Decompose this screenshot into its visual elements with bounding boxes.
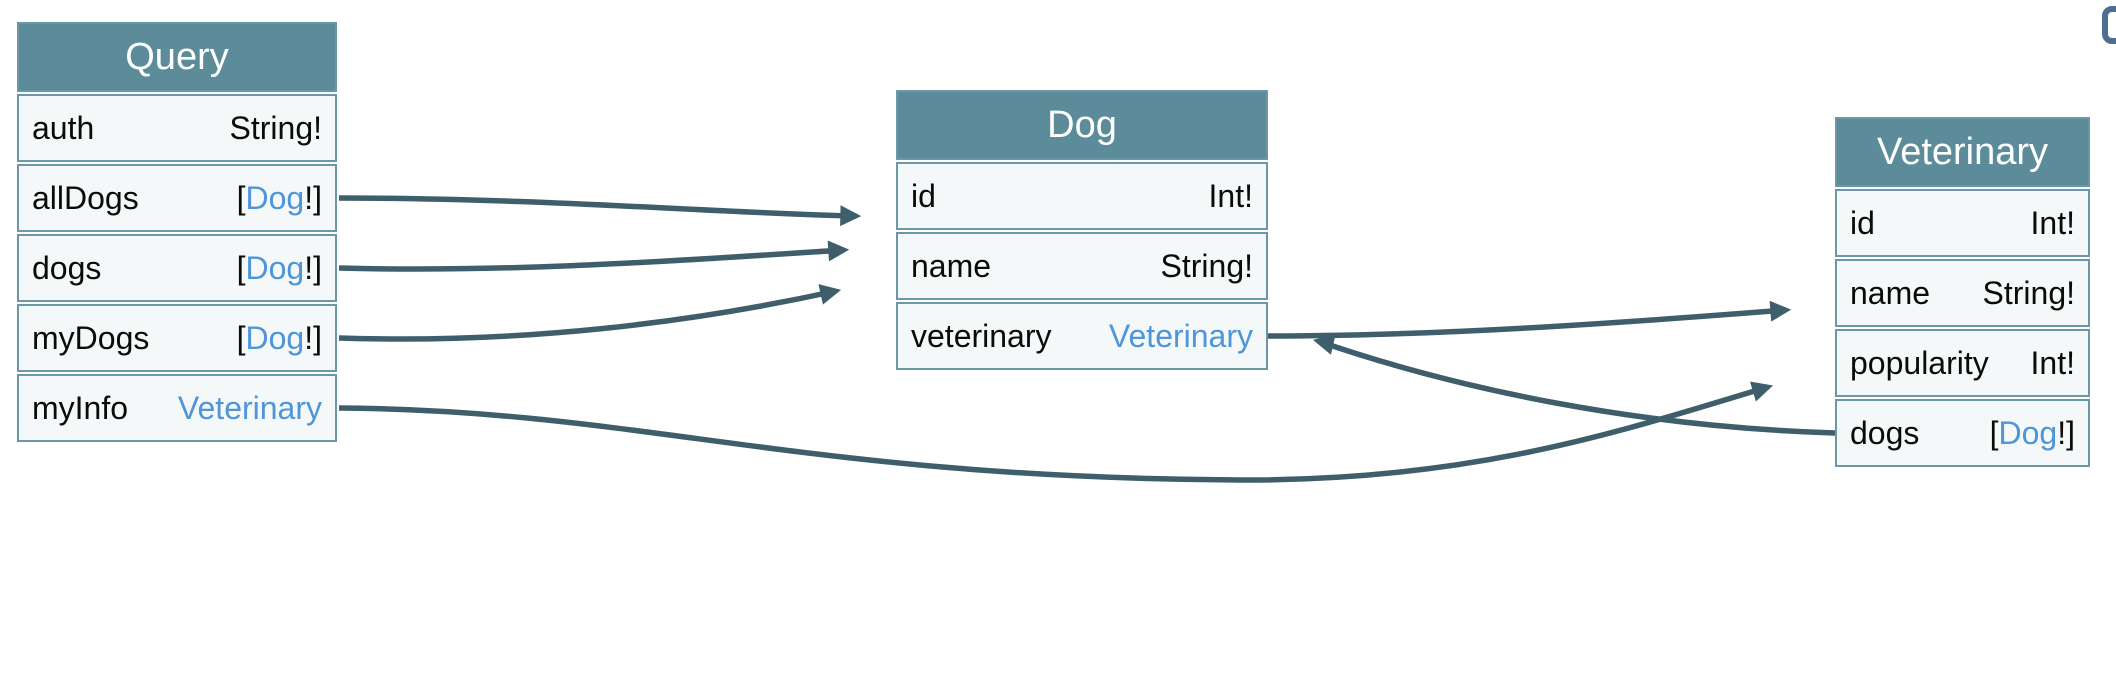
- type-link-dog[interactable]: Dog: [245, 179, 305, 216]
- field-name: popularity: [1850, 344, 1989, 381]
- field-type: Int!: [1209, 178, 1253, 215]
- type-node-fields: id Int! name String! veterinary Veterinary: [896, 162, 1268, 370]
- type-text: !]: [304, 249, 322, 286]
- field-row-query-dogs[interactable]: dogs [Dog!]: [17, 234, 337, 302]
- field-name: veterinary: [911, 317, 1052, 354]
- edge-query-mydogs-to-dog: [338, 284, 842, 342]
- field-row-dog-name[interactable]: name String!: [896, 232, 1268, 300]
- field-row-query-alldogs[interactable]: allDogs [Dog!]: [17, 164, 337, 232]
- type-text: !]: [2057, 414, 2075, 451]
- field-type: Veterinary: [178, 390, 322, 427]
- type-node-dog[interactable]: Dog id Int! name String! veterinary Veterinar…: [896, 90, 1268, 370]
- type-text: String!: [1160, 247, 1253, 284]
- field-type: String!: [1161, 248, 1253, 285]
- field-name: auth: [32, 109, 95, 146]
- field-name: myDogs: [32, 319, 150, 356]
- field-name: name: [1850, 274, 1931, 311]
- field-row-veterinary-popularity[interactable]: popularity Int!: [1835, 329, 2090, 397]
- field-name: id: [911, 177, 936, 214]
- corner-button[interactable]: [2102, 6, 2116, 44]
- edge-dog-veterinary-to-veterinary: [1267, 300, 1792, 339]
- type-text: Int!: [1208, 177, 1253, 214]
- type-node-header[interactable]: Veterinary: [1835, 117, 2090, 187]
- type-text: Int!: [2030, 344, 2075, 381]
- field-name: id: [1850, 204, 1875, 241]
- edge-query-dogs-to-dog: [338, 240, 850, 272]
- field-type: [Dog!]: [237, 250, 322, 287]
- type-node-title: Veterinary: [1876, 130, 2049, 173]
- type-link-dog[interactable]: Dog: [245, 319, 305, 356]
- field-row-veterinary-name[interactable]: name String!: [1835, 259, 2090, 327]
- type-link-veterinary[interactable]: Veterinary: [1108, 317, 1253, 354]
- field-name: dogs: [32, 249, 102, 286]
- edge-query-myinfo-to-veterinary: [338, 381, 1774, 483]
- type-node-title: Dog: [1047, 103, 1117, 146]
- field-name: dogs: [1850, 414, 1920, 451]
- type-node-header[interactable]: Query: [17, 22, 337, 92]
- field-name: name: [911, 247, 992, 284]
- edge-query-alldogs-to-dog: [338, 195, 862, 227]
- field-type: String!: [230, 110, 322, 147]
- field-type: [Dog!]: [1990, 415, 2075, 452]
- field-row-query-myinfo[interactable]: myInfo Veterinary: [17, 374, 337, 442]
- type-link-veterinary[interactable]: Veterinary: [177, 389, 322, 426]
- type-text: [: [1989, 414, 1999, 451]
- field-row-dog-veterinary[interactable]: veterinary Veterinary: [896, 302, 1268, 370]
- field-row-query-auth[interactable]: auth String!: [17, 94, 337, 162]
- field-row-dog-id[interactable]: id Int!: [896, 162, 1268, 230]
- type-text: !]: [304, 319, 322, 356]
- field-type: String!: [1983, 275, 2075, 312]
- type-text: String!: [229, 109, 322, 146]
- field-name: allDogs: [32, 179, 139, 216]
- edge-veterinary-dogs-to-dog: [1312, 334, 1836, 436]
- field-row-query-mydogs[interactable]: myDogs [Dog!]: [17, 304, 337, 372]
- field-type: [Dog!]: [237, 320, 322, 357]
- type-text: [: [236, 319, 246, 356]
- field-name: myInfo: [32, 389, 129, 426]
- type-node-header[interactable]: Dog: [896, 90, 1268, 160]
- field-row-veterinary-id[interactable]: id Int!: [1835, 189, 2090, 257]
- type-text: [: [236, 249, 246, 286]
- type-text: Int!: [2030, 204, 2075, 241]
- field-type: [Dog!]: [237, 180, 322, 217]
- field-type: Veterinary: [1109, 318, 1253, 355]
- type-node-title: Query: [125, 35, 229, 78]
- field-type: Int!: [2031, 345, 2075, 382]
- type-text: String!: [1982, 274, 2075, 311]
- type-text: [: [236, 179, 246, 216]
- field-type: Int!: [2031, 205, 2075, 242]
- type-link-dog[interactable]: Dog: [245, 249, 305, 286]
- type-link-dog[interactable]: Dog: [1998, 414, 2058, 451]
- type-text: !]: [304, 179, 322, 216]
- field-row-veterinary-dogs[interactable]: dogs [Dog!]: [1835, 399, 2090, 467]
